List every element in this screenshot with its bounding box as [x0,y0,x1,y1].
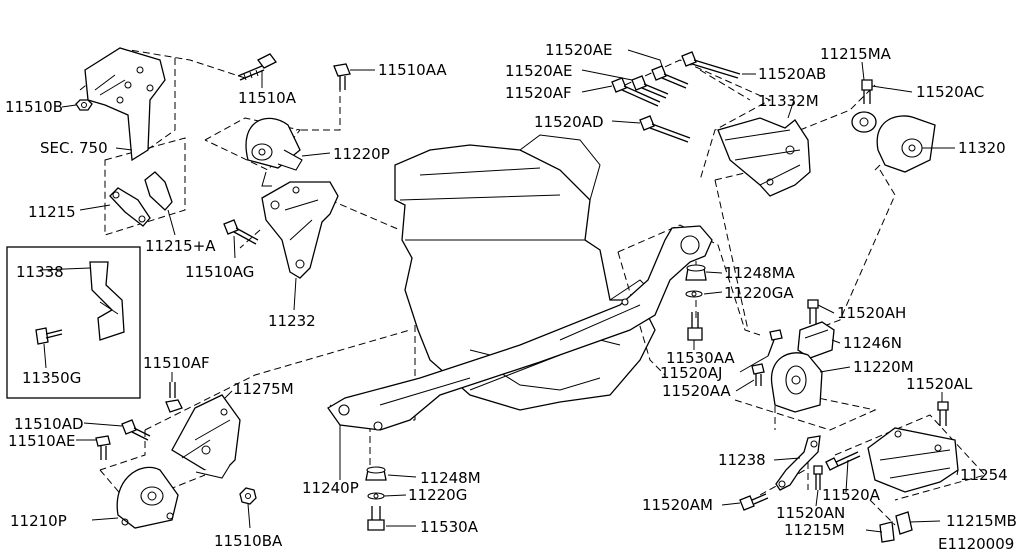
part-11220p-insulator [245,117,303,187]
label-11520af: 11520AF [505,84,572,102]
label-11520aj: 11520AJ [660,364,722,382]
part-11520aj-bolt [767,329,783,357]
label-11220g: 11220G [408,486,467,504]
label-11510ae: 11510AE [8,432,75,450]
part-11275m-bracket [171,394,241,479]
label-11520a: 11520A [822,486,881,504]
label-11215: 11215 [28,203,76,221]
label-11246n: 11246N [843,334,902,352]
part-11520ac-bolt [861,79,873,104]
label-11220ga: 11220GA [724,284,794,302]
label-11520ae-2: 11520AE [505,62,572,80]
sec-750-bracket [84,47,166,162]
part-11520aa-bolt [751,363,765,386]
label-11240p: 11240P [302,479,359,497]
part-11520am-bolt [739,493,769,511]
part-11215ma-washer [851,111,877,133]
part-11510b-nut [75,99,93,111]
part-11254-bracket [867,427,959,493]
label-11254: 11254 [960,466,1008,484]
label-11530aa: 11530AA [666,349,735,367]
label-11215ma: 11215MA [820,45,892,63]
label-11520al: 11520AL [906,375,973,393]
label-11510aa: 11510AA [378,61,447,79]
label-11520ah: 11520AH [837,304,906,322]
label-11220p: 11220P [333,145,390,163]
label-11320: 11320 [958,139,1006,157]
part-11248ma-stack [685,264,707,341]
diagram-code: E1120009 [938,535,1014,553]
part-11510aa-bolt [333,63,351,90]
label-11510a: 11510A [238,89,297,107]
label-11510ba: 11510BA [214,532,283,550]
label-11215mb: 11215MB [946,512,1017,530]
label-11520an: 11520AN [776,504,845,522]
label-11520ab: 11520AB [758,65,826,83]
part-11232-bracket [261,181,339,279]
label-11210p: 11210P [10,512,67,530]
part-11220m-insulator [770,352,823,413]
part-11520ah-bolt [807,299,819,324]
part-11520-bolts-upper [611,51,741,143]
leader-lines [39,49,959,533]
label-11248m: 11248M [420,469,481,487]
label-11215m: 11215M [784,521,845,539]
part-11246n-bracket [797,321,835,359]
part-11510ad-bolt [121,419,151,441]
label-11510af: 11510AF [143,354,210,372]
part-11520an-bolt [813,465,823,490]
part-11248m-stack [365,466,387,531]
label-11220m: 11220M [853,358,914,376]
part-11215mb-clip [895,511,913,535]
label-11520ac: 11520AC [916,83,984,101]
part-11240p-crossmember [327,225,713,431]
label-11510b: 11510B [5,98,63,116]
part-11332m-bracket [717,117,811,197]
label-11510ad: 11510AD [14,415,84,433]
label-11510ag: 11510AG [185,263,254,281]
part-11510a-bolt [237,53,277,81]
label-11530a: 11530A [420,518,479,536]
label-11520aa: 11520AA [662,382,731,400]
label-11338: 11338 [16,263,64,281]
part-11520a-bolt [825,451,861,471]
label-11332m: 11332M [758,92,819,110]
label-11520ae-1: 11520AE [545,41,612,59]
part-11510af-bolt [165,382,183,413]
part-11510ae-bolt [95,435,111,460]
label-11238: 11238 [718,451,766,469]
part-11510ag-bolt [223,219,259,245]
label-11520ad: 11520AD [534,113,604,131]
label-11232: 11232 [268,312,316,330]
inset-box [6,246,141,399]
part-11238-rod [775,435,821,491]
label-11275m: 11275M [233,380,294,398]
part-11215m-clip [879,521,895,543]
callout-labels: 11510B SEC. 750 11215 11215+A 11510A 115… [5,41,1017,553]
label-11248ma: 11248MA [724,264,796,282]
part-11320-insulator [874,115,936,173]
label-11520am: 11520AM [642,496,713,514]
part-11215-links [109,171,173,227]
engine-block-outline [394,134,661,411]
part-11510ba-nut [239,487,257,505]
part-11210p-insulator [116,466,179,529]
part-11520al-bolt [937,401,949,426]
label-11215-plus-a: 11215+A [145,237,216,255]
label-sec-750: SEC. 750 [40,139,108,157]
label-11350g: 11350G [22,369,81,387]
